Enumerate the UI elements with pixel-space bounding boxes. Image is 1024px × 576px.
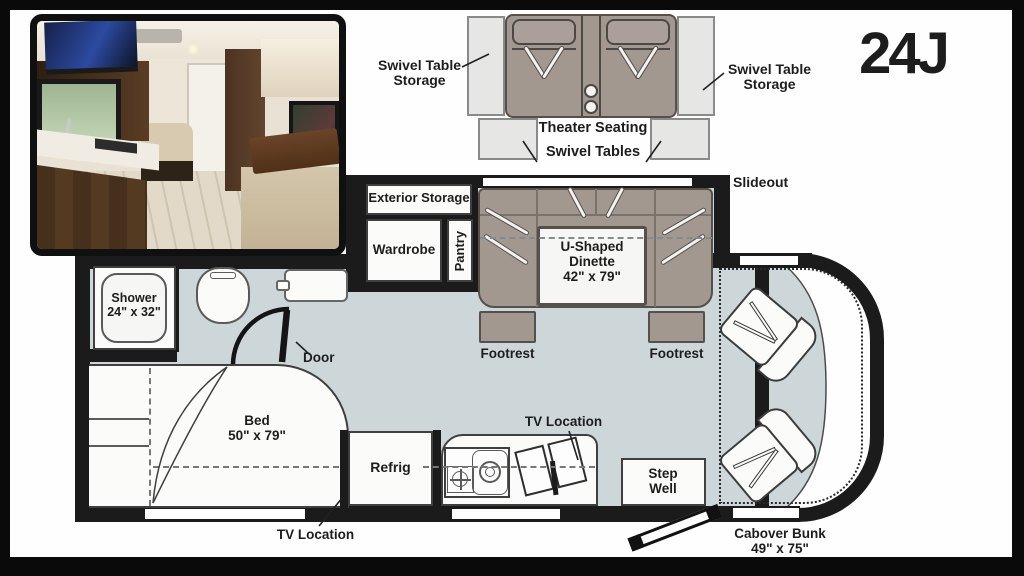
wardrobe-box bbox=[366, 219, 442, 282]
theater-seat-line bbox=[606, 48, 670, 50]
photo-ceiling-light bbox=[187, 43, 199, 55]
photo-ceiling-vent bbox=[132, 29, 182, 43]
wall-top-left bbox=[75, 254, 350, 269]
theater-headrest-right bbox=[606, 19, 670, 45]
shower-pan bbox=[101, 273, 167, 343]
window-opening-bedroom bbox=[145, 509, 305, 519]
vanity-sink bbox=[284, 269, 348, 302]
fridge-wall-right bbox=[433, 430, 441, 508]
wall-left bbox=[75, 254, 90, 522]
step-well-label: Step Well bbox=[648, 466, 678, 496]
footrest-right-label: Footrest bbox=[649, 346, 704, 361]
step-well bbox=[621, 458, 706, 506]
burner-cross-v bbox=[460, 469, 462, 490]
cabover-bunk-label: Cabover Bunk 49" x 75" bbox=[715, 526, 845, 557]
swivel-table-storage-left-label: Swivel Table Storage bbox=[378, 57, 461, 89]
shower-size: 24" x 32" bbox=[107, 304, 161, 319]
slideout-wall-right bbox=[714, 175, 730, 268]
dinette-table bbox=[537, 226, 647, 306]
photo-rear-door bbox=[187, 63, 227, 178]
bed-name: Bed bbox=[244, 413, 270, 428]
wall-under-shower bbox=[89, 349, 177, 362]
pointer-line bbox=[318, 496, 344, 527]
photo-left-cabinets-lower bbox=[37, 165, 147, 249]
dinette-size: 42" x 79" bbox=[563, 268, 621, 284]
tv-location-galley-label: TV Location bbox=[524, 414, 603, 429]
footrest-left-label: Footrest bbox=[480, 346, 535, 361]
photo-right-upper-cabinet bbox=[261, 39, 339, 97]
door-leaf bbox=[278, 309, 291, 363]
dinette-seam bbox=[536, 189, 538, 307]
cabover-size: 49" x 75" bbox=[751, 540, 809, 556]
sink-cell bbox=[472, 450, 508, 495]
pointer-lines-layer bbox=[152, 53, 725, 527]
bed bbox=[89, 364, 349, 508]
photo-tv bbox=[44, 21, 138, 75]
floorplan-canvas: Exterior Storage Wardrobe Pantry U-Shape… bbox=[10, 10, 1012, 557]
theater-seat-line bbox=[512, 48, 576, 50]
pointer-line bbox=[645, 140, 662, 163]
theater-seating-label: Theater Seating bbox=[538, 120, 648, 136]
swivel-table-left bbox=[478, 118, 538, 160]
bed-fold-dash-vertical bbox=[149, 368, 151, 506]
pointer-line bbox=[568, 430, 579, 461]
footrest-right bbox=[648, 311, 705, 343]
dinette-seam bbox=[595, 189, 597, 215]
fridge-wall-left bbox=[340, 430, 348, 508]
footrest-left bbox=[479, 311, 536, 343]
dinette-slide-dash-line bbox=[480, 237, 712, 239]
swivel-table-storage-right bbox=[677, 16, 715, 116]
shower-label: Shower 24" x 32" bbox=[98, 291, 170, 320]
model-label: 24J bbox=[859, 21, 950, 86]
sink-bowl-outer bbox=[479, 461, 501, 483]
shower-name: Shower bbox=[111, 291, 157, 305]
cabover-name: Cabover Bunk bbox=[734, 526, 826, 541]
pointer-line bbox=[295, 341, 310, 355]
swivel-table-storage-left bbox=[467, 16, 505, 116]
photo-dinette-cushions bbox=[241, 167, 339, 249]
door-swing-arc bbox=[230, 306, 290, 366]
bed-label: Bed 50" x 79" bbox=[198, 413, 316, 444]
bed-fold-curve bbox=[152, 366, 228, 504]
cupholder bbox=[584, 100, 598, 114]
exterior-storage-label: Exterior Storage bbox=[368, 190, 470, 205]
pointer-line bbox=[702, 72, 725, 91]
dinette-seam bbox=[654, 189, 656, 307]
refrig-label: Refrig bbox=[370, 459, 411, 475]
refrigerator bbox=[348, 431, 433, 506]
window-opening-slideout bbox=[483, 178, 692, 186]
swivel-table-right bbox=[650, 118, 710, 160]
exterior-storage-box bbox=[366, 184, 472, 215]
pointer-line bbox=[461, 53, 490, 68]
theater-headrest-left bbox=[512, 19, 576, 45]
pointer-line bbox=[522, 140, 538, 163]
bed-seam bbox=[89, 418, 149, 420]
swivel-tables-label: Swivel Tables bbox=[545, 144, 641, 160]
toilet-seat-line bbox=[210, 272, 236, 279]
faucet-icon bbox=[276, 280, 290, 291]
bed-size: 50" x 79" bbox=[228, 427, 286, 443]
galley-slide-dash-line bbox=[423, 466, 595, 468]
tv-location-bed-label: TV Location bbox=[276, 527, 355, 542]
window-opening-galley bbox=[452, 509, 560, 519]
wardrobe-label: Wardrobe bbox=[372, 242, 436, 257]
dinette-label: U-Shaped Dinette 42" x 79" bbox=[550, 239, 634, 285]
dinette-name: U-Shaped Dinette bbox=[560, 239, 624, 269]
pantry-label: Pantry bbox=[451, 230, 467, 272]
bed-fold-dash-horizontal bbox=[153, 466, 339, 468]
door-label: Door bbox=[303, 350, 335, 365]
window-opening-cab-bottom bbox=[733, 508, 799, 518]
bed-fold-curve bbox=[152, 366, 228, 504]
slideout-label: Slideout bbox=[733, 174, 789, 190]
cupholder bbox=[584, 84, 598, 98]
window-opening-cab-top bbox=[740, 256, 798, 265]
swivel-table-storage-right-label: Swivel Table Storage bbox=[728, 61, 811, 93]
inset-photo bbox=[30, 14, 346, 256]
pantry-box bbox=[447, 219, 473, 282]
bed-seam bbox=[89, 445, 149, 447]
cabover-bunk-outline bbox=[719, 268, 863, 504]
